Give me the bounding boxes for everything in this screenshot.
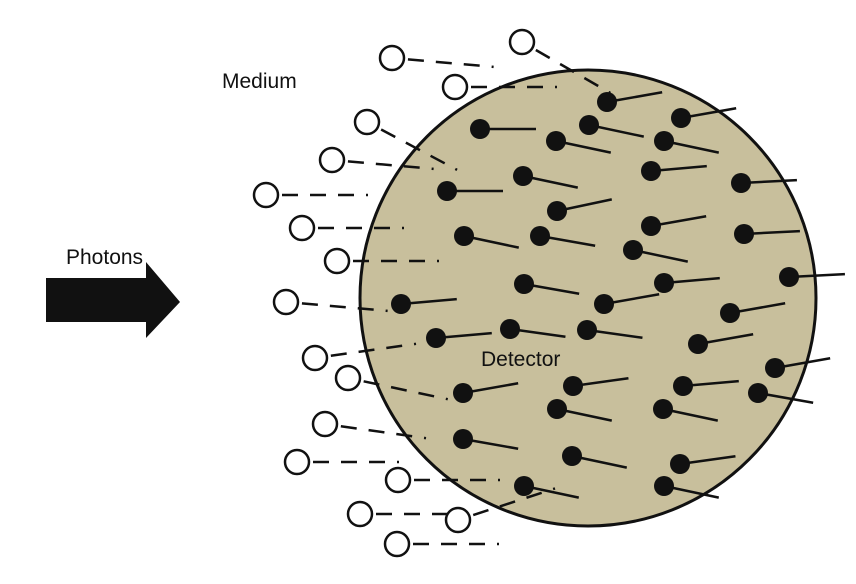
detector-particle <box>779 267 799 287</box>
detector-particle <box>454 226 474 246</box>
medium-particle-trail <box>535 48 611 95</box>
detector-particle <box>547 201 567 221</box>
medium-particle <box>334 364 362 392</box>
medium-particle <box>288 214 316 242</box>
detector-particle <box>562 446 582 466</box>
detector-particle <box>688 334 708 354</box>
medium-particle <box>252 181 280 209</box>
medium-particle <box>323 247 351 275</box>
detector-particle <box>765 358 785 378</box>
detector-circle <box>358 68 818 528</box>
medium-particle-trail <box>472 487 556 517</box>
detector-particle <box>623 240 643 260</box>
detector-particle <box>653 399 673 419</box>
photon-arrow <box>46 262 180 338</box>
detector-particle <box>641 161 661 181</box>
medium-particle-trail <box>347 160 434 171</box>
medium-particle <box>353 108 381 136</box>
detector-particle <box>514 274 534 294</box>
medium-particle <box>346 500 374 528</box>
medium-particle <box>508 28 536 56</box>
medium-particle <box>378 44 406 72</box>
detector-particles <box>391 91 845 499</box>
detector-particle <box>731 173 751 193</box>
detector-particle <box>500 319 520 339</box>
detector-particle <box>530 226 550 246</box>
medium-particle-trail <box>407 58 494 69</box>
medium-particle-trail <box>340 424 427 440</box>
detector-particle <box>641 216 661 236</box>
photons-label: Photons <box>66 246 143 269</box>
medium-particle <box>318 146 346 174</box>
detector-particle <box>453 383 473 403</box>
medium-label: Medium <box>222 70 297 93</box>
medium-particle <box>283 448 311 476</box>
medium-particle-trail <box>301 302 388 313</box>
detector-particle <box>654 131 674 151</box>
detector-particle <box>546 131 566 151</box>
detector-particle <box>594 294 614 314</box>
detector-particle <box>579 115 599 135</box>
medium-particle <box>301 344 329 372</box>
detector-particle <box>734 224 754 244</box>
medium-particle <box>441 73 469 101</box>
detector-particle <box>748 383 768 403</box>
detector-particle <box>654 476 674 496</box>
detector-particle <box>597 92 617 112</box>
detector-particle <box>654 273 674 293</box>
detector-particle <box>720 303 740 323</box>
detector-particle <box>513 166 533 186</box>
medium-particles <box>252 28 611 558</box>
medium-particle-trail <box>380 128 458 171</box>
medium-particle <box>311 410 339 438</box>
detector-particle <box>437 181 457 201</box>
detector-particle <box>577 320 597 340</box>
medium-particle <box>272 288 300 316</box>
detector-particle <box>391 294 411 314</box>
detector-particle <box>673 376 693 396</box>
detector-particle <box>671 108 691 128</box>
detector-label: Detector <box>481 348 560 371</box>
medium-particle <box>384 466 412 494</box>
medium-particle-trail <box>363 380 449 401</box>
detector-particle <box>453 429 473 449</box>
detector-particle <box>547 399 567 419</box>
detector-particle <box>563 376 583 396</box>
detector-particle <box>514 476 534 496</box>
detector-particle <box>426 328 446 348</box>
detector-particle <box>470 119 490 139</box>
medium-particle <box>383 530 411 558</box>
medium-particle-trail <box>330 342 417 358</box>
detector-particle <box>670 454 690 474</box>
medium-particle <box>444 506 472 534</box>
